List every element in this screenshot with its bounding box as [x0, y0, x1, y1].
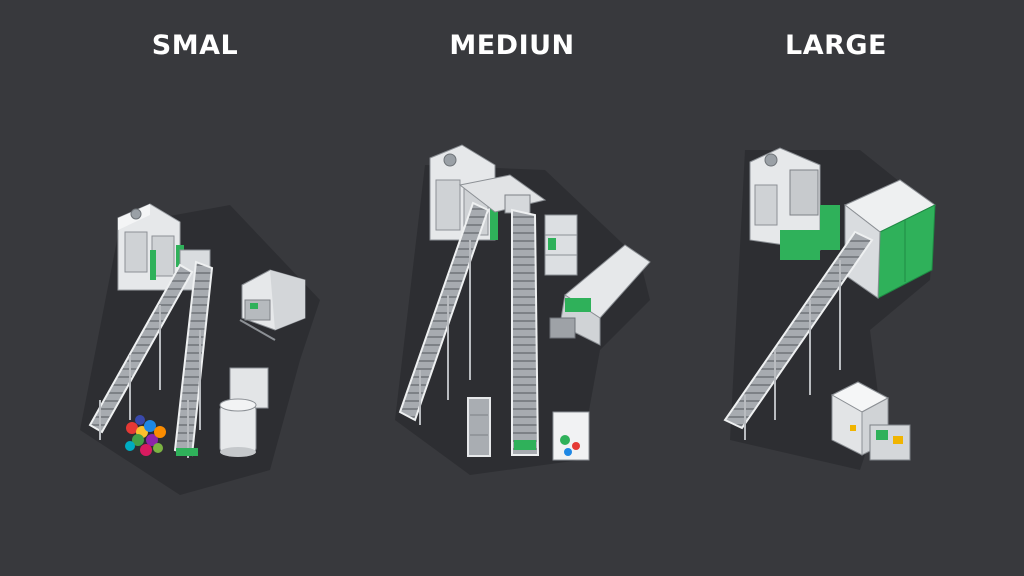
small-incline-conveyor-right: [173, 260, 214, 458]
small-storage-tank: [219, 367, 269, 457]
large-sorter-building: [749, 147, 840, 260]
medium-output-crate: [552, 411, 590, 461]
medium-sorting-rack: [544, 214, 578, 276]
medium-collection-bin: [467, 397, 491, 457]
medium-baler-unit: [549, 244, 651, 346]
medium-plant-label: MEDIUN: [449, 30, 575, 61]
small-plant-diagram: [80, 203, 320, 495]
medium-gantry-frame: [458, 174, 547, 214]
small-plant-label: SMAL: [151, 30, 239, 61]
large-incline-conveyor: [723, 230, 874, 440]
large-output-boxes: [830, 381, 911, 461]
small-incline-conveyor-left: [88, 263, 194, 440]
medium-plant-diagram: [395, 144, 651, 475]
medium-incline-conveyor-right: [511, 208, 540, 456]
small-baler-unit: [239, 269, 306, 341]
medium-incline-conveyor-left: [398, 201, 490, 425]
large-plant-label: LARGE: [785, 30, 887, 61]
large-plant-diagram: [723, 147, 936, 470]
small-scrap-pile: [125, 415, 166, 456]
